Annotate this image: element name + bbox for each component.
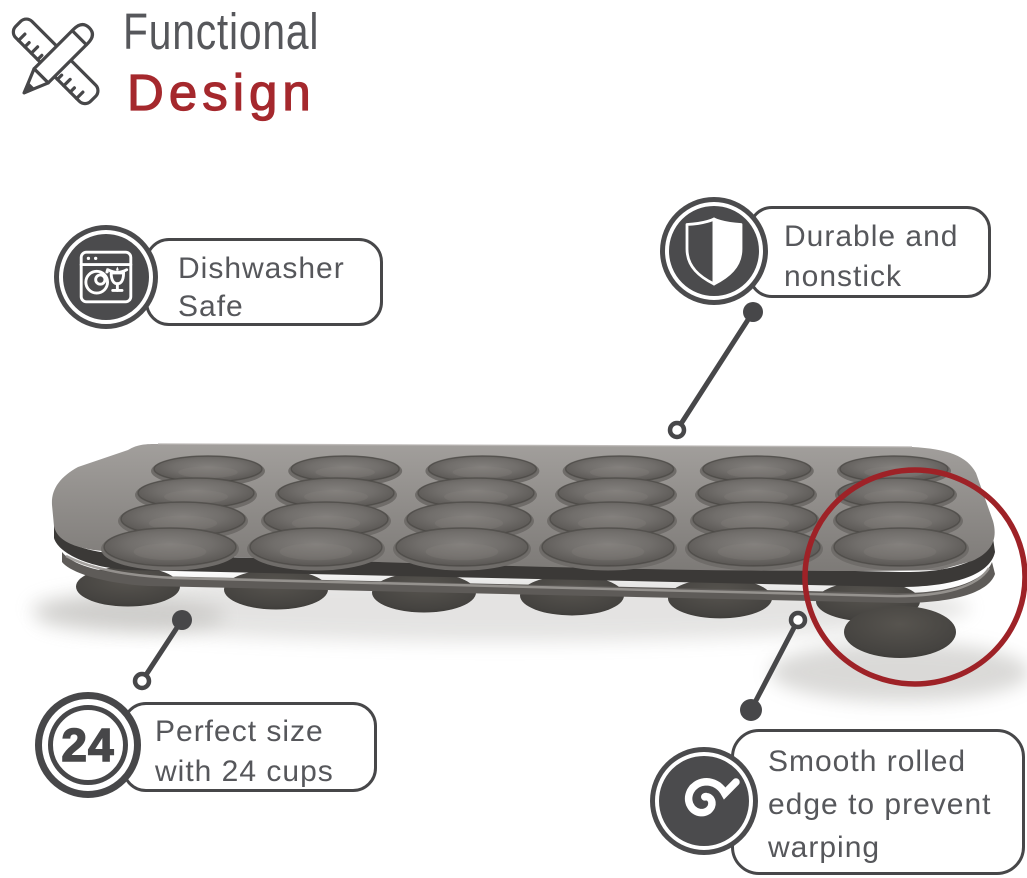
rolled-edge-swirl-icon bbox=[684, 778, 740, 817]
durable-badge bbox=[660, 197, 768, 305]
pan-cups bbox=[101, 455, 969, 571]
callout-text: warping bbox=[768, 831, 881, 864]
header-title-line2: Design bbox=[126, 63, 316, 121]
header-title-line1: Functional bbox=[123, 3, 320, 60]
callout-text: Safe bbox=[178, 290, 244, 323]
connector-rolled-edge bbox=[740, 610, 808, 721]
shield-icon bbox=[685, 217, 743, 286]
callout-text: with 24 cups bbox=[155, 755, 334, 788]
highlight-circle bbox=[802, 467, 1027, 687]
badge-ring bbox=[665, 202, 763, 300]
callout-capacity-label: Perfect size with 24 cups bbox=[122, 702, 377, 792]
badge-number: 24 bbox=[61, 718, 115, 772]
connector-capacity bbox=[132, 610, 192, 691]
callout-durable-label: Durable and nonstick bbox=[748, 206, 991, 298]
callout-text: Perfect size bbox=[155, 715, 324, 748]
pan-front-band bbox=[54, 524, 995, 587]
dishwasher-badge bbox=[54, 225, 158, 329]
badge-ring: 24 bbox=[48, 705, 128, 785]
connector-durable bbox=[667, 302, 763, 440]
badge-ring bbox=[655, 752, 753, 850]
callout-text: Durable and bbox=[784, 220, 959, 253]
rolled-edge-badge bbox=[650, 747, 758, 855]
capacity-24-badge: 24 bbox=[35, 692, 141, 798]
callout-text: nonstick bbox=[784, 260, 903, 293]
badge-ring bbox=[59, 230, 153, 324]
pan-rolled-edge bbox=[62, 552, 995, 603]
pencil-shape bbox=[22, 22, 95, 95]
callout-text: edge to prevent bbox=[768, 788, 992, 821]
callout-rolled-edge-label: Smooth rolled edge to prevent warping bbox=[731, 729, 1025, 875]
callout-text: Dishwasher bbox=[178, 252, 345, 285]
callout-connectors bbox=[132, 302, 808, 721]
callout-text: Smooth rolled bbox=[768, 745, 967, 778]
callout-dishwasher-label: Dishwasher Safe bbox=[145, 238, 383, 326]
dishwasher-icon bbox=[79, 250, 133, 304]
ruler-and-pencil-icon bbox=[11, 17, 100, 106]
